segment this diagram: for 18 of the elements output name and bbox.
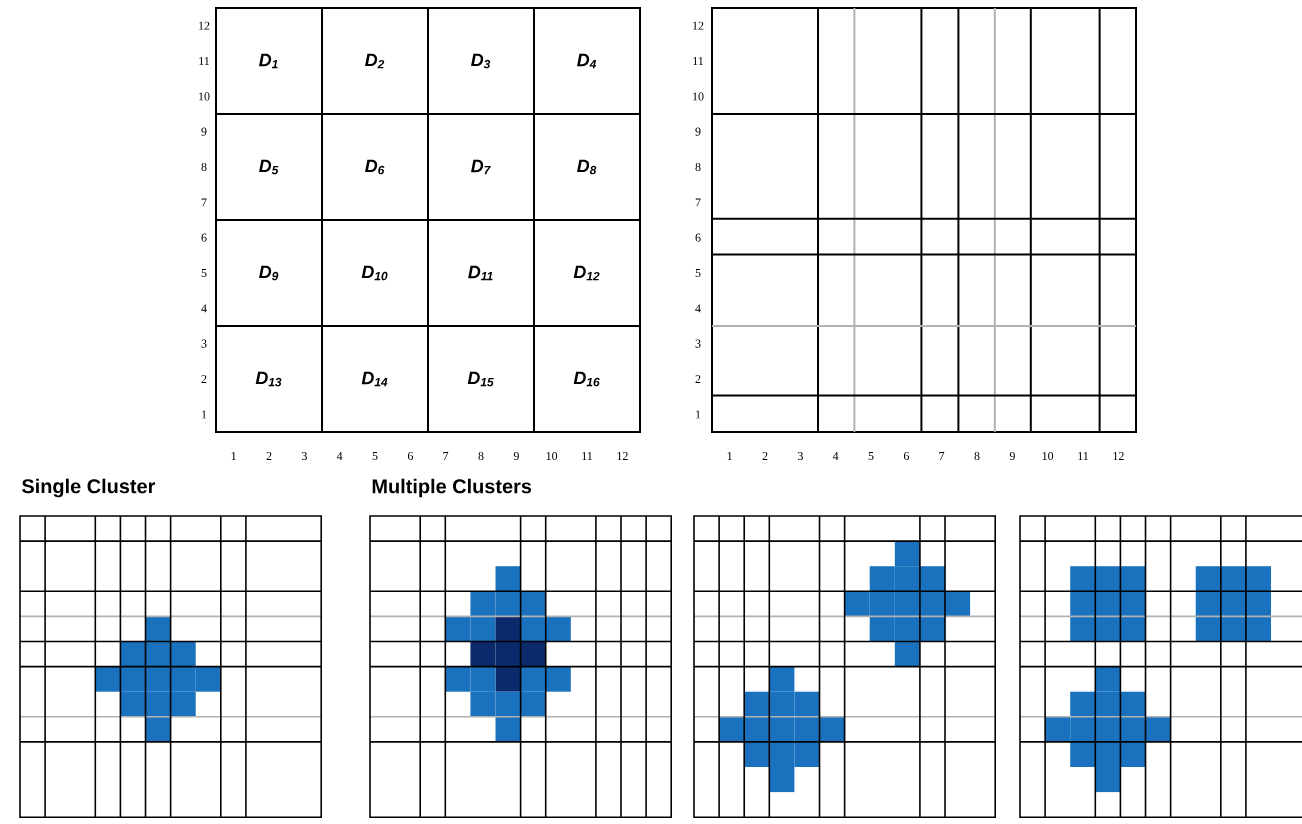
grid-cell: D$_{5}$ bbox=[215, 113, 323, 221]
grid-cell: D$_{9}$ bbox=[215, 219, 323, 327]
grid-cell: D$_{16}$ bbox=[533, 325, 641, 433]
grid-cell: D$_{3}$ bbox=[427, 7, 535, 115]
grid-cell: D$_{1}$ bbox=[215, 7, 323, 115]
grid-cell: D$_{10}$ bbox=[321, 219, 429, 327]
grid-cell: D$_{15}$ bbox=[427, 325, 535, 433]
panel-title: Single Cluster bbox=[21, 478, 156, 498]
grid-cell: D$_{14}$ bbox=[321, 325, 429, 433]
grid-cell: D$_{7}$ bbox=[427, 113, 535, 221]
panel-title: Multiple Clusters bbox=[372, 478, 532, 498]
grid-cell: D$_{11}$ bbox=[427, 219, 535, 327]
grid-cell: D$_{12}$ bbox=[533, 219, 641, 327]
grid-cell: D$_{6}$ bbox=[321, 113, 429, 221]
grid-cell: D$_{13}$ bbox=[215, 325, 323, 433]
grid-cell: D$_{2}$ bbox=[321, 7, 429, 115]
grid-cell: D$_{4}$ bbox=[533, 7, 641, 115]
grid-cell: D$_{8}$ bbox=[533, 113, 641, 221]
